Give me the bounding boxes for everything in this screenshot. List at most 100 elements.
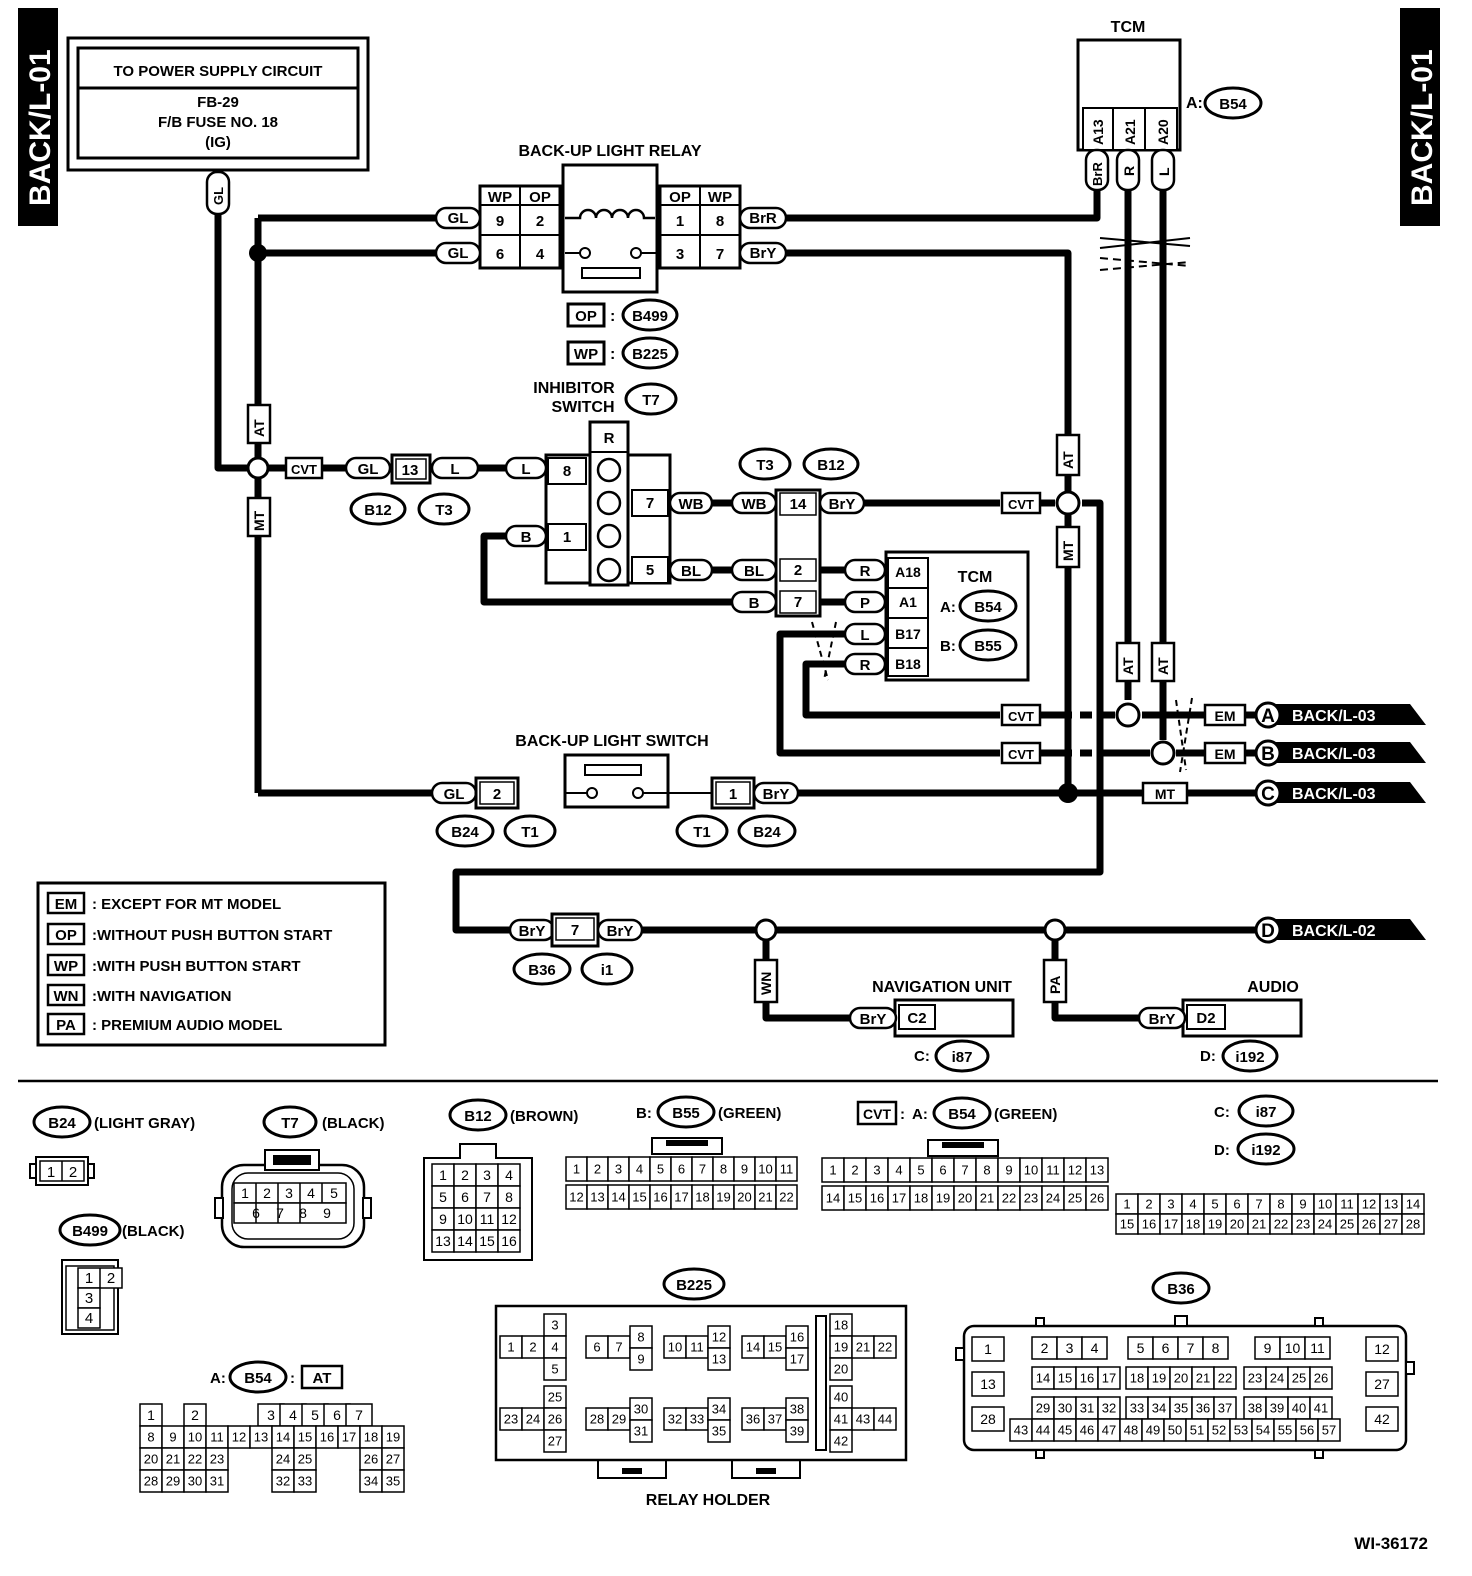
pin-number: 1	[984, 1341, 992, 1357]
pin-number: 15	[298, 1430, 312, 1445]
power-supply-header: TO POWER SUPPLY CIRCUIT	[114, 63, 323, 80]
pin-number: 3	[1066, 1340, 1074, 1356]
pin-number: 24	[276, 1452, 290, 1467]
junction-open	[246, 456, 270, 480]
pin-number: 13	[1384, 1197, 1398, 1212]
pin-number: 3	[551, 1318, 558, 1333]
connector-view-b499: B499 (BLACK) 1 2 3 4	[58, 1213, 184, 1335]
figure-id: WI-36172	[1354, 1534, 1428, 1553]
pin-number: 9	[1299, 1197, 1306, 1212]
pin-number: 17	[674, 1190, 688, 1205]
pin-cell	[707, 1419, 731, 1443]
pin-cell	[293, 1469, 317, 1493]
pin-number: 10	[1024, 1163, 1038, 1178]
pin-number: 10	[758, 1162, 772, 1177]
pin-number: 9	[439, 1211, 447, 1227]
tag-mt: MT	[1060, 540, 1076, 561]
pin-number: 3	[873, 1163, 880, 1178]
pin-cell	[629, 1347, 653, 1371]
pin-number: 3	[267, 1407, 275, 1423]
legend-code: WP	[54, 958, 78, 975]
pin-cell	[1213, 1366, 1237, 1390]
pin-number: 14	[1406, 1197, 1420, 1212]
junction-open	[754, 918, 778, 942]
pin-number: 24	[1270, 1371, 1284, 1386]
pin-number: 16	[1142, 1217, 1156, 1232]
pin-number: 22	[779, 1190, 793, 1205]
pin-number: 8	[1277, 1197, 1284, 1212]
pin-cell	[785, 1419, 809, 1443]
junction-open	[1115, 702, 1141, 728]
pin-cell	[971, 1336, 1005, 1362]
power-supply-box: TO POWER SUPPLY CIRCUIT FB-29 F/B FUSE N…	[66, 36, 370, 172]
tag-em: EM	[1215, 708, 1236, 724]
pin: 6	[252, 1205, 260, 1221]
relay-legend-wp: WP	[574, 346, 598, 363]
pin: 2	[263, 1185, 271, 1201]
pin-number: 14	[457, 1233, 473, 1249]
pin-cell	[775, 1184, 798, 1210]
pin-cell	[1085, 1185, 1109, 1211]
pin-number: 1	[1123, 1197, 1130, 1212]
relay-pin: 8	[716, 213, 724, 230]
pin: 3	[85, 1290, 93, 1307]
pin-number: 30	[188, 1474, 202, 1489]
pin-cell	[1097, 1366, 1121, 1390]
pin-number: 4	[636, 1162, 643, 1177]
conn-name: B499	[72, 1223, 108, 1240]
pin-number: 7	[699, 1162, 706, 1177]
pin-number: 51	[1190, 1423, 1204, 1438]
pin-number: 42	[834, 1434, 848, 1449]
pin-number: 44	[878, 1412, 892, 1427]
pin-number: 13	[980, 1376, 996, 1392]
conn-name: B54	[948, 1106, 976, 1123]
pin-cell	[543, 1357, 567, 1381]
pin-number: 45	[1058, 1423, 1072, 1438]
pin-number: 14	[611, 1190, 625, 1205]
pin-number: 20	[1174, 1371, 1188, 1386]
svg-text::: :	[900, 1106, 905, 1123]
connector-view-b24: B24 (LIGHT GRAY) 1 2	[29, 1105, 195, 1186]
junction-dot	[1058, 783, 1078, 803]
pin-number: 20	[144, 1452, 158, 1467]
pin-cell	[1365, 1371, 1399, 1397]
inhibitor-connector: T7	[642, 392, 660, 409]
pin-number: 11	[1046, 1163, 1060, 1178]
connector-t3: T3	[756, 457, 774, 474]
tcm-pin-a1: A1	[899, 594, 917, 610]
pin-number: 13	[1090, 1163, 1104, 1178]
pin-number: 11	[1340, 1197, 1354, 1212]
pin-number: 47	[1102, 1423, 1116, 1438]
legend-text: :WITH PUSH BUTTON START	[92, 958, 301, 975]
pin-number: 2	[1041, 1340, 1049, 1356]
pin-number: 18	[1186, 1217, 1200, 1232]
pin-number: 48	[1124, 1423, 1138, 1438]
pin-number: 22	[1274, 1217, 1288, 1232]
tcm-top-prefix: A:	[1186, 95, 1203, 112]
pin-number: 23	[1296, 1217, 1310, 1232]
conn-prefix: D:	[1214, 1142, 1230, 1159]
pin-number: 5	[439, 1189, 447, 1205]
pin-number: 33	[690, 1412, 704, 1427]
wire-label-wb: WB	[679, 496, 704, 513]
svg-text::: :	[610, 346, 615, 363]
navigation-title: NAVIGATION UNIT	[872, 979, 1012, 996]
pin-number: 23	[1248, 1371, 1262, 1386]
inhibitor-top-pin: R	[604, 430, 615, 447]
conn-name: B36	[1167, 1281, 1195, 1298]
tcm-mid-a-conn: B54	[974, 599, 1002, 616]
relay-left-header-wp: WP	[488, 189, 512, 206]
wire-label-bry: BrY	[519, 923, 546, 940]
pin-number: 12	[1374, 1341, 1390, 1357]
pin-number: 19	[936, 1191, 950, 1206]
pin-number: 14	[826, 1191, 840, 1206]
pin-number: 41	[1314, 1401, 1328, 1416]
pin-number: 12	[712, 1330, 726, 1345]
pin-number: 25	[548, 1390, 562, 1405]
